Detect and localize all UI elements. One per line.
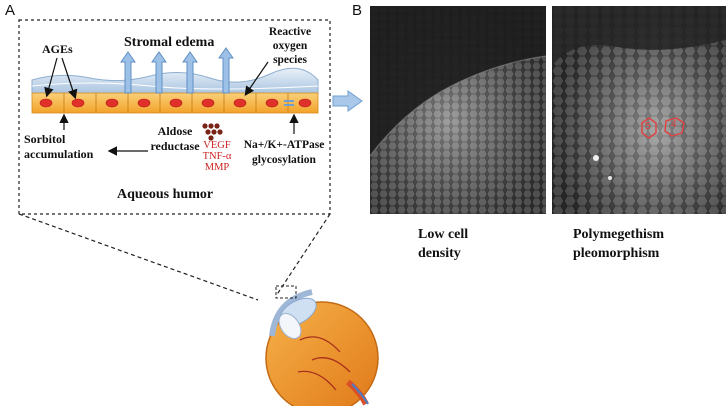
annotation-arrows: [44, 57, 299, 156]
caption-low-density: Low cell density: [418, 227, 469, 261]
fluid-arrows: [120, 47, 234, 94]
micrograph-polymegethism: [552, 6, 726, 214]
marker-5-label: 5: [645, 121, 651, 132]
ros-label: Reactive oxygen species: [268, 26, 312, 66]
panel-b-label: B: [352, 2, 363, 19]
micrograph-low-density: [370, 6, 546, 214]
stromal-edema-title: Stromal edema: [124, 35, 215, 50]
atpase-label: Na+/K+-ATPase glycosylation: [243, 139, 325, 166]
eye-illustration: [265, 285, 379, 406]
panel-arrow: [332, 90, 363, 112]
aqueous-humor-label: Aqueous humor: [117, 187, 214, 202]
cell-nuclei: [39, 98, 312, 108]
panel-a-label: A: [5, 2, 16, 19]
cell-markers: [641, 117, 685, 139]
zoom-line-right: [275, 213, 331, 297]
ages-label: AGEs: [42, 42, 73, 56]
marker-5-outline: [641, 117, 657, 139]
zoom-line-left: [18, 213, 259, 301]
atpase-pump-icon: [284, 100, 294, 106]
factors-label: VEGF TNF-α MMP: [202, 140, 232, 173]
caption-polymegethism: Polymegethism pleomorphism: [573, 227, 664, 261]
zoom-box: [18, 19, 331, 215]
aldose-label: Aldose reductase: [150, 124, 200, 153]
factor-dots: [202, 123, 223, 141]
marker-4-outline: [664, 117, 685, 137]
marker-4-label: 4: [671, 119, 677, 130]
cell-borders: [63, 93, 289, 113]
sorbitol-label: Sorbitol accumulation: [24, 132, 94, 161]
